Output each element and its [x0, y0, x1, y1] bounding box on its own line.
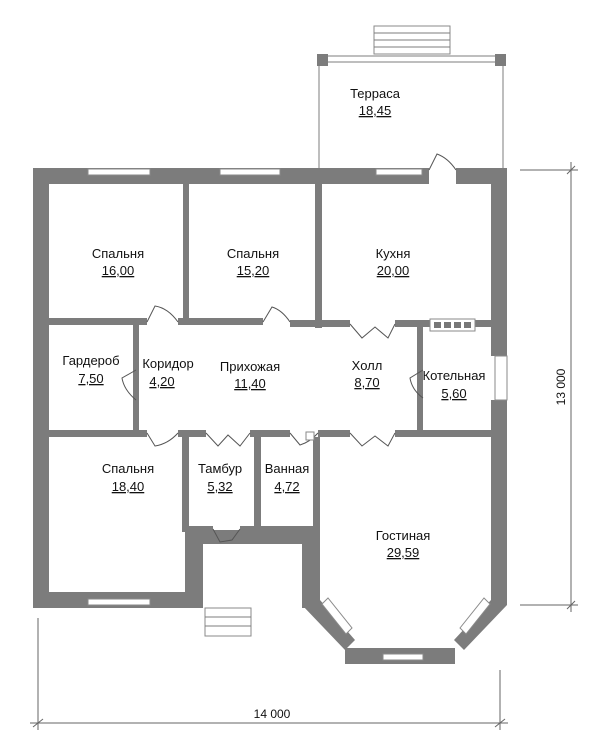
room-name-boiler-room: Котельная [423, 368, 486, 383]
room-area-bedroom-3: 18,40 [112, 479, 145, 494]
room-area-hall: 8,70 [354, 375, 379, 390]
room-area-corridor: 4,20 [149, 374, 174, 389]
room-area-hallway: 11,40 [234, 376, 266, 391]
boiler-unit [429, 318, 476, 332]
room-name-corridor: Коридор [142, 356, 193, 371]
room-name-bedroom-1: Спальня [92, 246, 144, 261]
room-name-bedroom-3: Спальня [102, 461, 154, 476]
room-name-bathroom: Ванная [265, 461, 310, 476]
room-area-wardrobe: 7,50 [78, 371, 103, 386]
doors [121, 153, 457, 543]
room-area-bathroom: 4,72 [274, 479, 299, 494]
room-name-bedroom-2: Спальня [227, 246, 279, 261]
room-name-kitchen: Кухня [376, 246, 411, 261]
window [382, 653, 424, 661]
window [375, 168, 423, 176]
room-name-wardrobe: Гардероб [62, 353, 119, 368]
room-area-boiler-room: 5,60 [441, 386, 466, 401]
window [459, 597, 491, 635]
outer-walls [33, 168, 507, 664]
entrance-steps [204, 607, 252, 637]
room-labels: Спальня 16,00 Спальня 15,20 Кухня 20,00 … [62, 86, 485, 560]
room-area-vestibule: 5,32 [207, 479, 232, 494]
room-name-living-room: Гостиная [376, 528, 431, 543]
window [87, 598, 151, 606]
room-area-kitchen: 20,00 [377, 263, 410, 278]
dimension-lines: 14 000 13 000 [30, 162, 578, 730]
room-area-terrace: 18,45 [359, 103, 392, 118]
room-name-vestibule: Тамбур [198, 461, 242, 476]
room-area-bedroom-2: 15,20 [237, 263, 270, 278]
terrace-structure [317, 25, 506, 168]
room-name-terrace: Терраса [350, 86, 401, 101]
room-name-hall: Холл [352, 358, 383, 373]
windows [87, 168, 508, 661]
window [494, 355, 508, 401]
window [87, 168, 151, 176]
room-name-hallway: Прихожая [220, 359, 280, 374]
dimension-width: 14 000 [254, 707, 291, 721]
room-area-living-room: 29,59 [387, 545, 420, 560]
dimension-height: 13 000 [554, 368, 568, 405]
window [321, 597, 353, 635]
window [219, 168, 281, 176]
room-area-bedroom-1: 16,00 [102, 263, 135, 278]
